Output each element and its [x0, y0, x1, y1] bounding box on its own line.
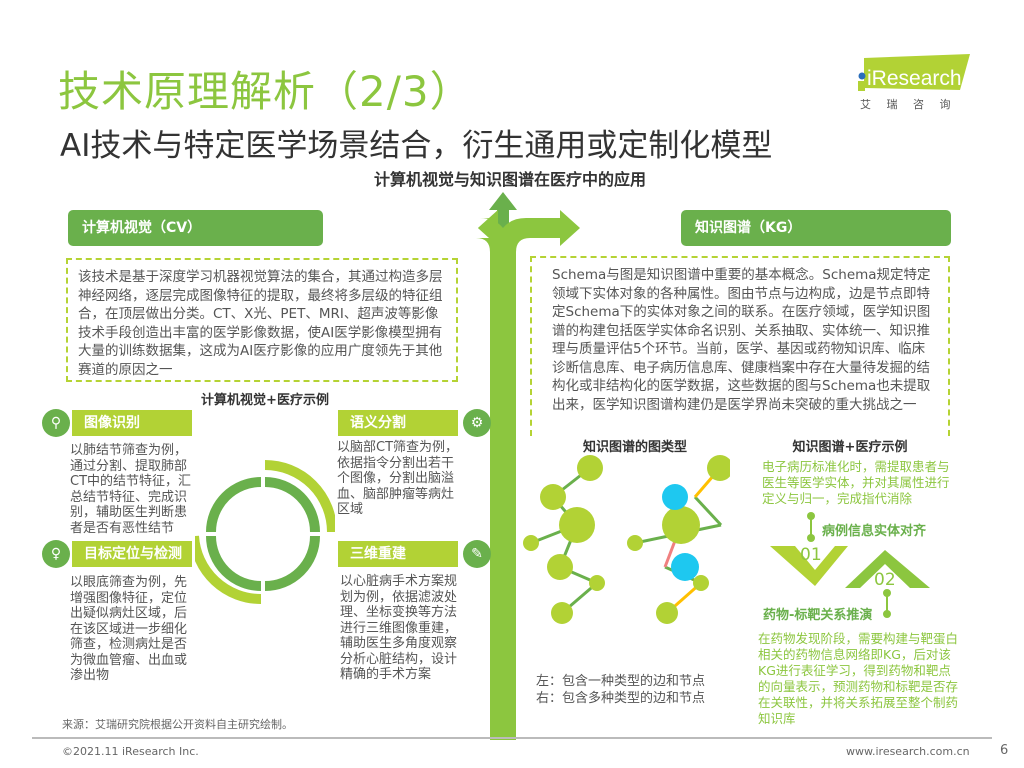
cv-item-label: 语义分割 — [338, 410, 458, 436]
graph-caption-right: 右：包含多种类型的边和节点 — [536, 691, 706, 706]
graph-node — [662, 484, 688, 510]
graph-node — [707, 455, 730, 481]
branch-arrow-icon — [476, 210, 580, 740]
cv-item-text: 以肺结节筛查为例，通过分割、提取肺部CT中的结节特征，汇总结节特征、完成识别，辅… — [70, 443, 192, 536]
graph-node — [656, 602, 678, 624]
graph-types-illustration — [523, 455, 730, 624]
graph-node — [523, 535, 539, 551]
cv-item-text: 以心脏病手术方案规划为例，依据滤波处理、坐标变换等方法进行三维图像重建，辅助医生… — [340, 574, 458, 682]
cv-item-text: 以眼底筛查为例，先增强图像特征，定位出疑似病灶区域，后在该区域进一步细化筛查，检… — [70, 575, 188, 683]
ring-outer-segment — [264, 460, 335, 533]
page-title: 技术原理解析（2/3） — [58, 67, 473, 116]
chevron-down-icon — [770, 546, 848, 586]
ring-outer-segment — [195, 535, 262, 605]
up-arrow-icon — [489, 192, 517, 232]
kg-header: 知识图谱（KG） — [681, 210, 951, 246]
chevron-up-icon — [845, 550, 930, 588]
pencil-icon: ✎ — [463, 540, 491, 568]
kg-graph-title: 知识图谱的图类型 — [582, 440, 687, 455]
cycle-ring — [195, 460, 335, 605]
kg-description: Schema与图是知识图谱中重要的基本概念。Schema规定特定领域下实体对象的… — [530, 256, 950, 436]
cv-header: 计算机视觉（CV） — [68, 210, 323, 246]
graph-node — [540, 484, 566, 510]
graph-node — [693, 575, 709, 591]
ring-segment — [264, 477, 320, 533]
copyright: ©2021.11 iResearch Inc. — [62, 745, 199, 758]
gear-icon: ⚙ — [463, 409, 491, 437]
ring-segment — [264, 535, 320, 591]
page-number: 6 — [1000, 743, 1009, 758]
svg-text:iResearch: iResearch — [867, 67, 962, 90]
cv-item-label: 图像识别 — [72, 410, 192, 436]
kg-step2-label: 药物-标靶关系推演 — [763, 608, 873, 623]
cv-description: 该技术是基于深度学习机器视觉算法的集合，其通过构造多层神经网络，逐层完成图像特征… — [66, 258, 458, 382]
graph-node — [547, 554, 573, 580]
kg-step1-label: 病例信息实体对齐 — [822, 524, 927, 539]
kg-step1-number: 01 — [800, 545, 822, 565]
graph-node — [627, 535, 643, 551]
lightbulb-icon: ♀ — [42, 540, 70, 568]
logo-graphic: iResearch — [858, 54, 970, 91]
cv-item-label: 目标定位与检测 — [72, 541, 192, 567]
ring-segment — [206, 535, 262, 591]
diagram-title: 计算机视觉与知识图谱在医疗中的应用 — [373, 170, 646, 189]
graph-caption-left: 左：包含一种类型的边和节点 — [536, 674, 706, 689]
graph-node — [662, 506, 700, 544]
iresearch-logo: iResearch 艾 瑞 咨 询 — [852, 54, 972, 114]
cv-item-text: 以脑部CT筛查为例，依据指令分割出若干个图像，分割出脑溢血、脑部肿瘤等病灶区域 — [337, 440, 459, 517]
graph-node — [559, 507, 595, 543]
source-note: 来源：艾瑞研究院根据公开资料自主研究绘制。 — [62, 718, 293, 731]
kg-step2-text: 在药物发现阶段，需要构建与靶蛋白相关的药物信息网络即KG，后对该KG进行表征学习… — [758, 631, 959, 726]
search-icon: ⚲ — [42, 409, 70, 437]
cv-examples-title: 计算机视觉+医疗示例 — [201, 393, 329, 408]
steps-chevrons — [770, 512, 930, 618]
logo-cn: 艾 瑞 咨 询 — [860, 98, 957, 111]
ring-segment — [206, 477, 262, 533]
graph-node — [551, 602, 573, 624]
cv-item-label: 三维重建 — [338, 541, 458, 567]
graph-node — [577, 455, 603, 481]
kg-examples-title: 知识图谱+医疗示例 — [792, 440, 908, 455]
page-subtitle: AI技术与特定医学场景结合，衍生通用或定制化模型 — [60, 128, 773, 164]
kg-step1-text: 电子病历标准化时，需提取患者与医生等医学实体，并对其属性进行定义与归一，完成指代… — [762, 459, 950, 506]
kg-step2-number: 02 — [874, 570, 896, 590]
footer-divider — [32, 737, 992, 739]
graph-node — [589, 575, 605, 591]
website-link[interactable]: www.iresearch.com.cn — [846, 745, 970, 758]
graph-node — [671, 553, 699, 581]
